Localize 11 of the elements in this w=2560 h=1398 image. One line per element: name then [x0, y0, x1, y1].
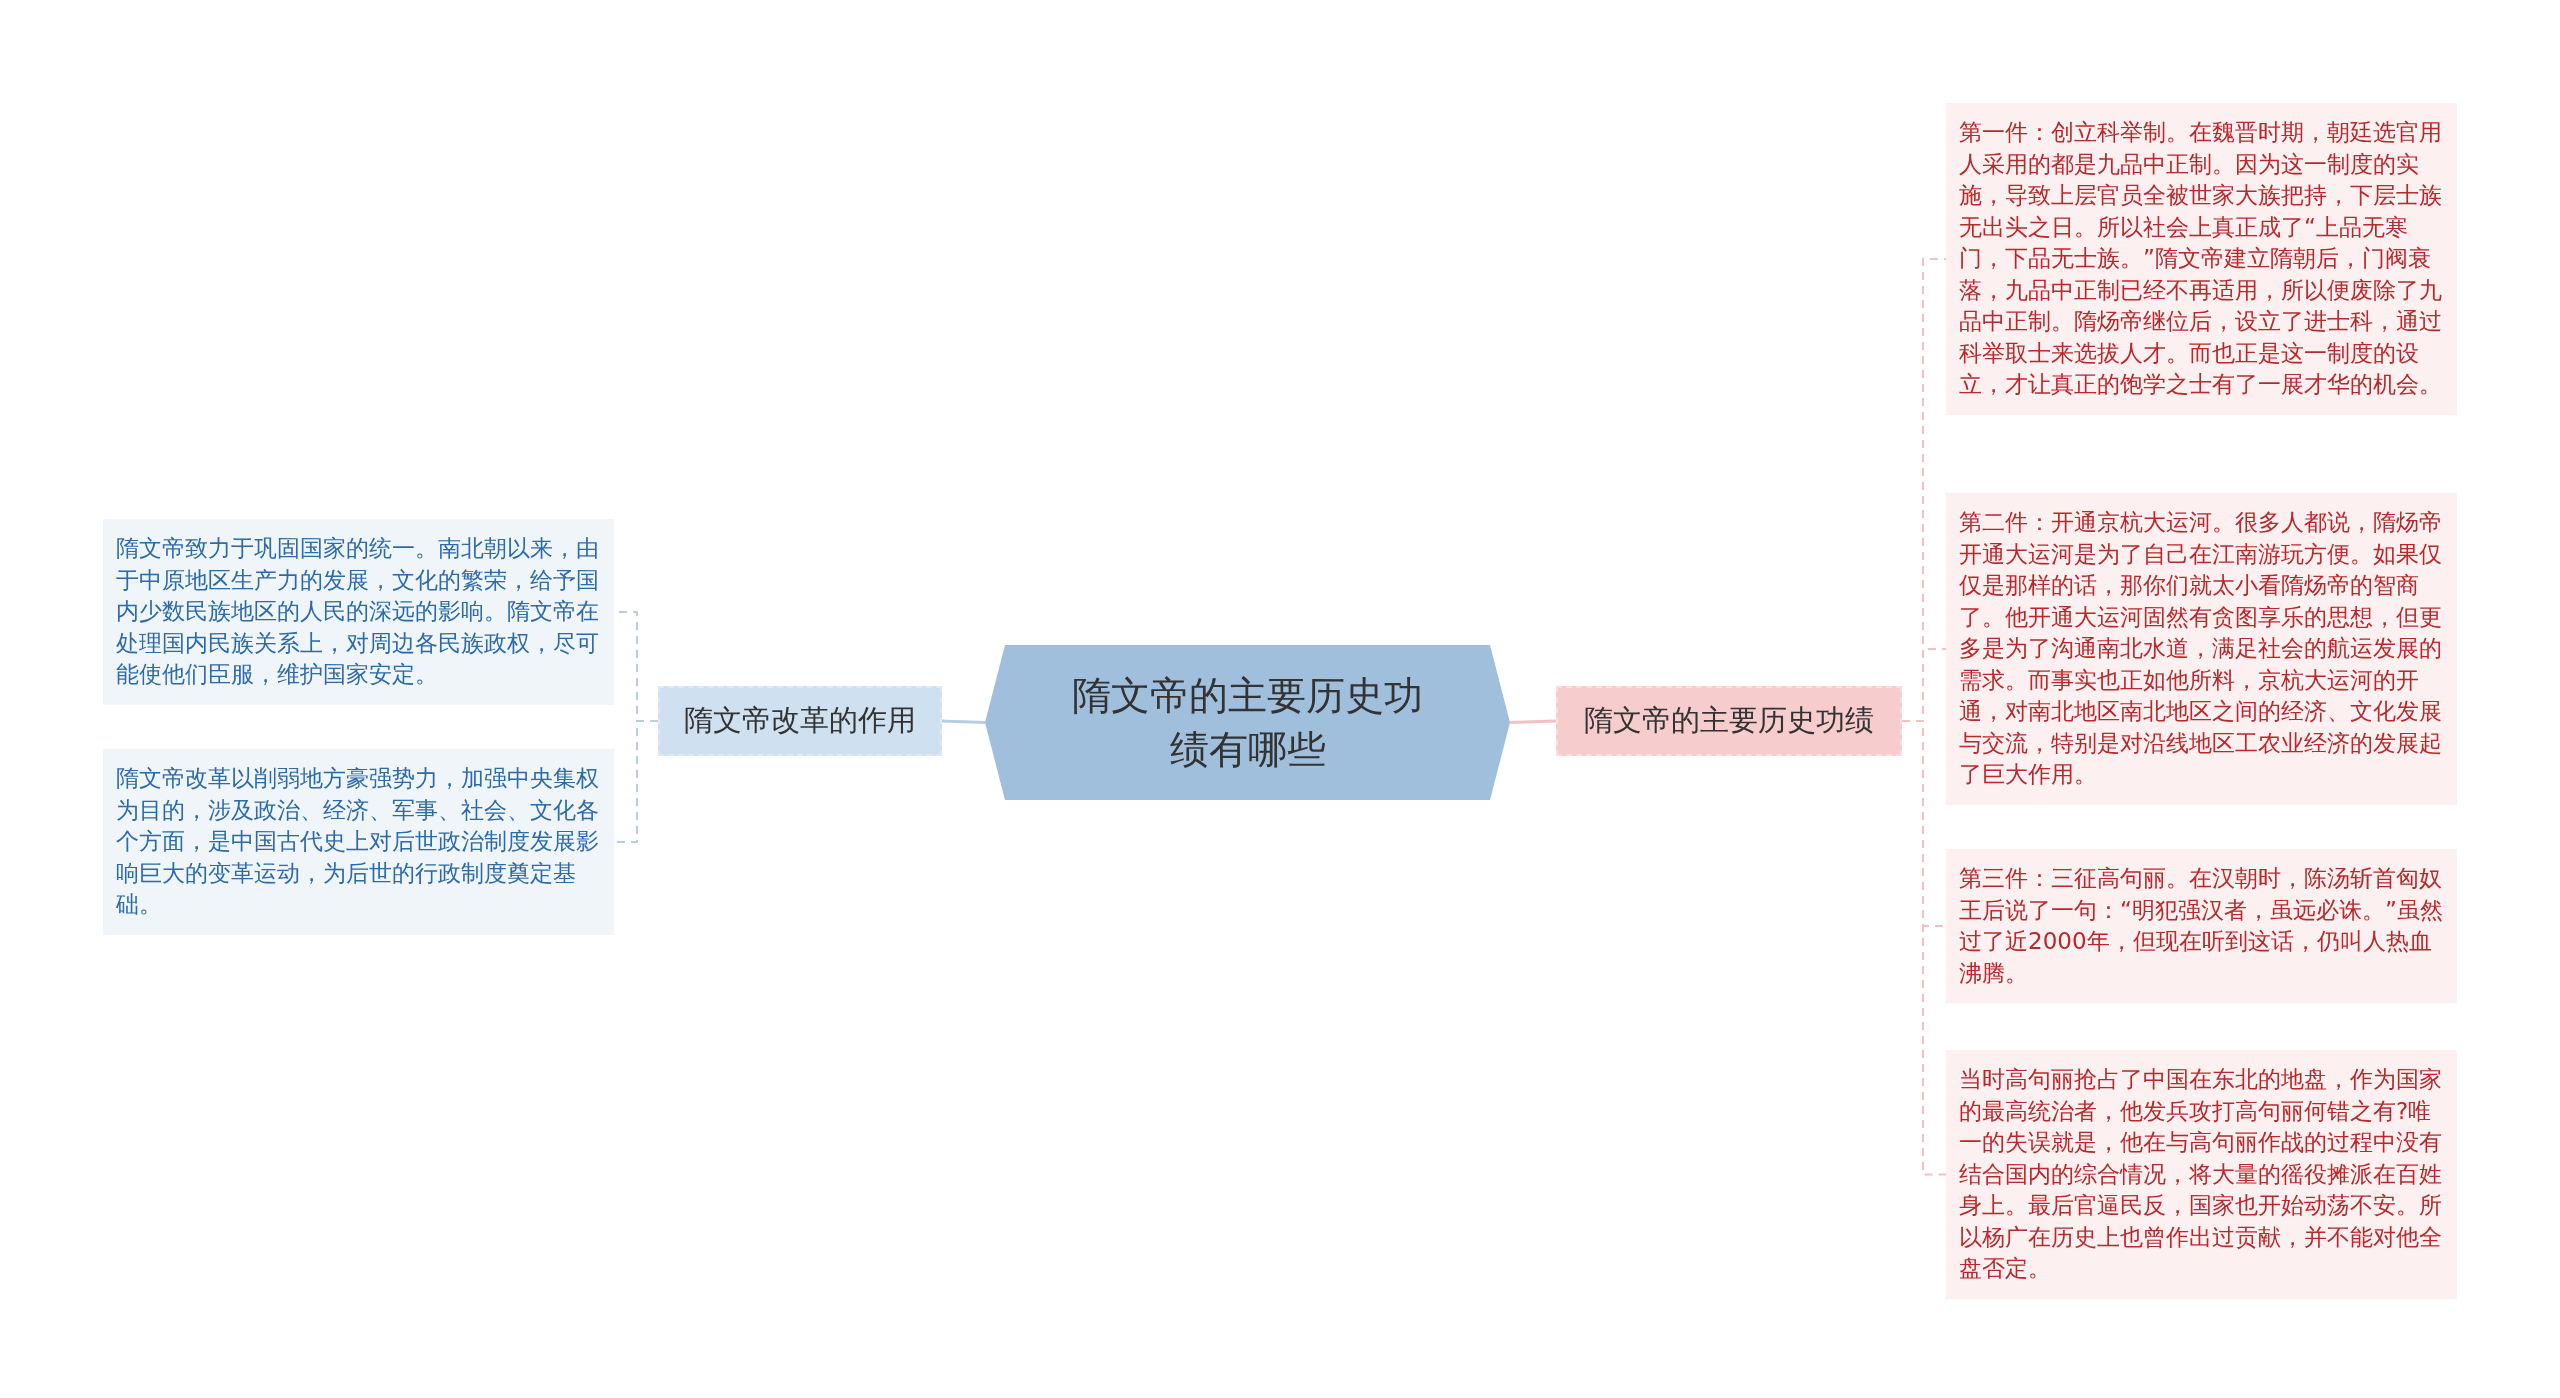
text-card: 第二件：开通京杭大运河。很多人都说，隋炀帝开通大运河是为了自己在江南游玩方便。如果仅仅是那样的话，那你们就太小看隋炀帝的智商了。他开通大运河固然有贪图享乐的思想，但更多是为了沟通南北水道，满足社会的航运发展的需求。而事实也正如他所料，京杭大运河的开通，对南北地区南北地区之间的经济、文化发展与交流，特别是对沿线地区工农业经济的发展起了巨大作用。 [1946, 493, 2457, 805]
text-card: 第三件：三征高句丽。在汉朝时，陈汤斩首匈奴王后说了一句：“明犯强汉者，虽远必诛。”虽然过了近2000年，但现在听到这话，仍叫人热血沸腾。 [1946, 849, 2457, 1003]
text-card: 第一件：创立科举制。在魏晋时期，朝廷选官用人采用的都是九品中正制。因为这一制度的实施，导致上层官员全被世家大族把持，下层士族无出头之日。所以社会上真正成了“上品无寒门，下品无士族。”隋文帝建立隋朝后，门阀衰落，九品中正制已经不再适用，所以便废除了九品中正制。隋炀帝继位后，设立了进士科，通过科举取士来选拔人才。而也正是这一制度的设立，才让真正的饱学之士有了一展才华的机会。 [1946, 103, 2457, 415]
text-card: 隋文帝改革以削弱地方豪强势力，加强中央集权为目的，涉及政治、经济、军事、社会、文化各个方面，是中国古代史上对后世政治制度发展影响巨大的变革运动，为后世的行政制度奠定基础。 [103, 749, 614, 935]
connector-line [941, 719, 986, 724]
topic-box: 隋文帝的主要历史功绩 [1556, 686, 1902, 756]
text-card: 当时高句丽抢占了中国在东北的地盘，作为国家的最高统治者，他发兵攻打高句丽何错之有?唯一的失误就是，他在与高句丽作战的过程中没有结合国内的综合情况，将大量的徭役摊派在百姓身上。最后官逼民反，国家也开始动荡不安。所以杨广在历史上也曾作出过贡献，并不能对他全盘否定。 [1946, 1050, 2457, 1299]
central-topic-hexagon: 隋文帝的主要历史功绩有哪些 [985, 645, 1510, 800]
topic-box: 隋文帝改革的作用 [658, 686, 942, 756]
connector-line [1509, 719, 1557, 724]
text-card: 隋文帝致力于巩固国家的统一。南北朝以来，由于中原地区生产力的发展，文化的繁荣，给予国内少数民族地区的人民的深远的影响。隋文帝在处理国内民族关系上，对周边各民族政权，尽可能使他们臣服，维护国家安定。 [103, 519, 614, 705]
